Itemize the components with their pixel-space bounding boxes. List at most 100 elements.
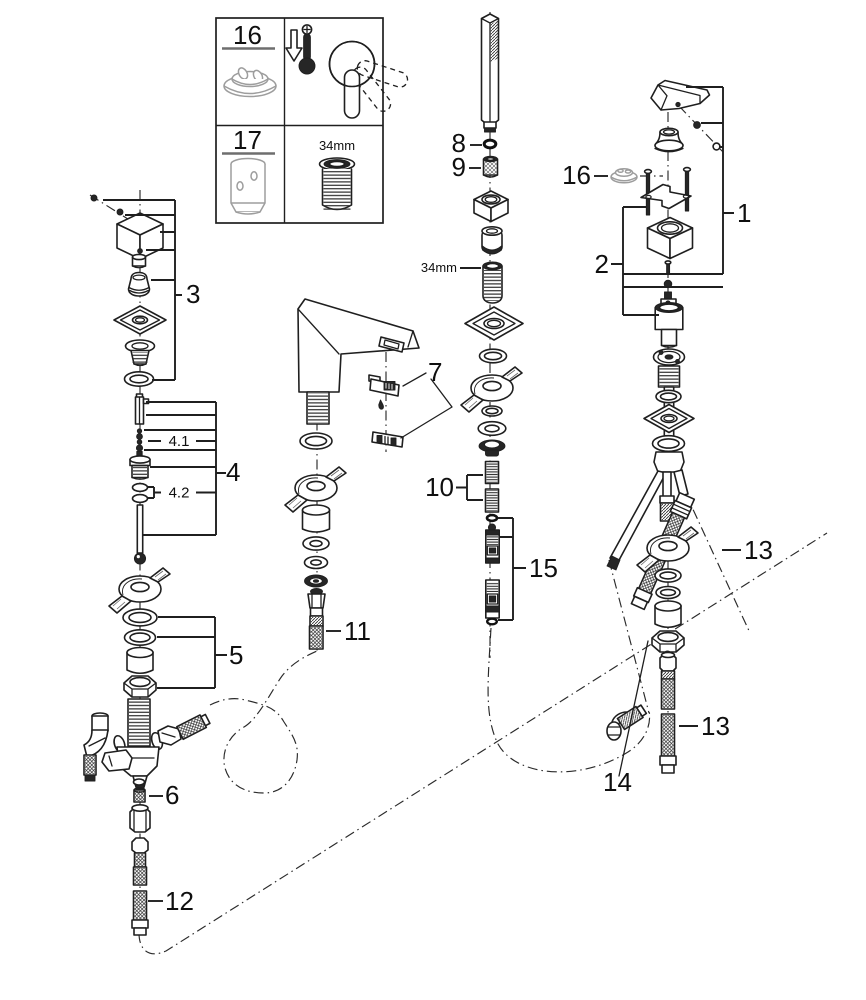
callout-bracket-5 <box>157 616 227 689</box>
temperature-limiter-part-16 <box>610 167 638 184</box>
body-mounting-o-rings <box>654 568 682 600</box>
callout-bracket-4 <box>143 401 226 536</box>
hose-11 <box>308 625 324 650</box>
cartridge-housing-part <box>646 216 694 260</box>
callout-10-label: 10 <box>425 472 454 502</box>
callout-4-2-label: 4.2 <box>169 485 190 502</box>
column-faucet-body: 16 <box>562 79 773 797</box>
callout-bracket-2 <box>611 206 723 316</box>
hex-mounting-nut-part <box>123 675 157 698</box>
small-adapter-part <box>131 253 147 269</box>
callout-bracket-10 <box>456 474 483 501</box>
legend-size-label: 34mm <box>319 138 355 153</box>
escutcheon-base-icon <box>223 67 277 98</box>
faucet-body-part <box>606 451 689 571</box>
spring-parts-10 <box>484 460 500 513</box>
callout-4-label: 4 <box>226 457 240 487</box>
beads-part-4-1 <box>135 428 144 456</box>
threaded-sleeve-icon <box>318 157 356 211</box>
callout-11-label: 11 <box>344 616 371 646</box>
callout-1-label: 1 <box>737 198 751 228</box>
o-ring-part-3 <box>123 370 155 387</box>
spout-part <box>297 298 420 425</box>
callout-14-leader <box>618 640 649 777</box>
handle-screw-ring <box>712 142 721 151</box>
callout-7-label: 7 <box>428 357 442 387</box>
spout-spacer-part <box>301 504 331 533</box>
callout-9-label: 9 <box>452 152 466 182</box>
column-spout: 7 11 <box>284 298 453 650</box>
down-arrow-icon <box>285 29 303 62</box>
shower-square-escutcheon-part <box>464 306 524 341</box>
cap-sleeve-part <box>127 271 151 297</box>
callout-4-1-label: 4.1 <box>169 433 190 450</box>
callout-8-label: 8 <box>452 128 466 158</box>
square-escutcheon-part <box>113 305 167 335</box>
callout-3-label: 3 <box>186 279 200 309</box>
callout-13-upper-label: 13 <box>744 535 773 565</box>
elbow-part-14 <box>606 704 648 741</box>
column-hand-shower: 8 9 34mm <box>421 13 558 626</box>
check-valve-parts-15 <box>484 529 500 626</box>
elbow-fitting-part <box>83 712 109 782</box>
callout-34mm-label: 34mm <box>421 260 457 275</box>
flange-part <box>124 339 156 367</box>
set-screw-dot <box>137 248 143 254</box>
mounting-sleeve-icon <box>230 157 266 215</box>
rod-part <box>133 504 147 565</box>
cartridge-flange-part <box>652 348 686 388</box>
legend-part16-label: 16 <box>233 20 262 50</box>
callout-bracket-1 <box>623 86 734 275</box>
callout-7-leader <box>400 372 453 439</box>
o-ring-part-8 <box>482 138 498 150</box>
tee-shank-part <box>113 698 164 754</box>
spout-washers <box>302 536 330 588</box>
small-o-ring-part <box>132 778 146 786</box>
legend-cell-34mm: 34mm <box>318 138 356 211</box>
body-hex-nut-part <box>651 630 685 653</box>
body-o-ring-upper <box>655 389 682 404</box>
o-rings-part-5 <box>122 608 158 646</box>
callout-13-lower-label: 13 <box>701 711 730 741</box>
legend-cell-16: 16 <box>222 20 277 98</box>
routing-curve-diagonal <box>138 532 828 955</box>
body-spacer-part <box>654 600 682 629</box>
threaded-adapter-part <box>129 455 151 480</box>
hose-13-lower <box>659 651 677 774</box>
shower-washers <box>477 405 507 457</box>
routing-curve-right <box>487 627 651 773</box>
straight-fitting-part <box>157 713 211 746</box>
routing-curve-loop <box>209 650 318 794</box>
mounting-plate-part <box>640 183 692 210</box>
callout-6-label: 6 <box>165 780 179 810</box>
body-o-ring-lower <box>651 434 686 453</box>
hose-end-fitting-part <box>131 837 149 868</box>
cartridge-part <box>654 291 684 348</box>
callout-bracket-15 <box>498 517 526 621</box>
connector-nut-part <box>129 803 151 833</box>
cold-thermometer-icon <box>298 24 316 75</box>
legend-part17-label: 17 <box>233 125 262 155</box>
handle-screws <box>90 194 124 216</box>
hand-shower-part <box>480 13 500 133</box>
threaded-sleeve-34mm-part <box>482 261 503 304</box>
spacer-part-5 <box>126 646 154 675</box>
dome-escutcheon-part <box>654 127 684 153</box>
legend-cell-17: 17 <box>222 125 275 215</box>
callout-2-label: 2 <box>595 249 609 279</box>
column-handle-assembly: 3 <box>83 194 243 936</box>
check-valve-o-ring-top <box>485 513 499 523</box>
spout-hose-nut-part <box>307 588 326 627</box>
aerator-parts-7 <box>368 374 404 448</box>
callout-15-label: 15 <box>529 553 558 583</box>
shower-cap-part <box>481 226 503 255</box>
lever-swing-icon <box>328 40 409 119</box>
flex-hose-12 <box>131 866 149 936</box>
callout-16-label: 16 <box>562 160 591 190</box>
callout-bracket-3 <box>103 199 182 381</box>
callout-5-label: 5 <box>229 640 243 670</box>
legend-cell-temp <box>285 24 409 119</box>
shower-cube-escutcheon-part <box>473 190 509 223</box>
